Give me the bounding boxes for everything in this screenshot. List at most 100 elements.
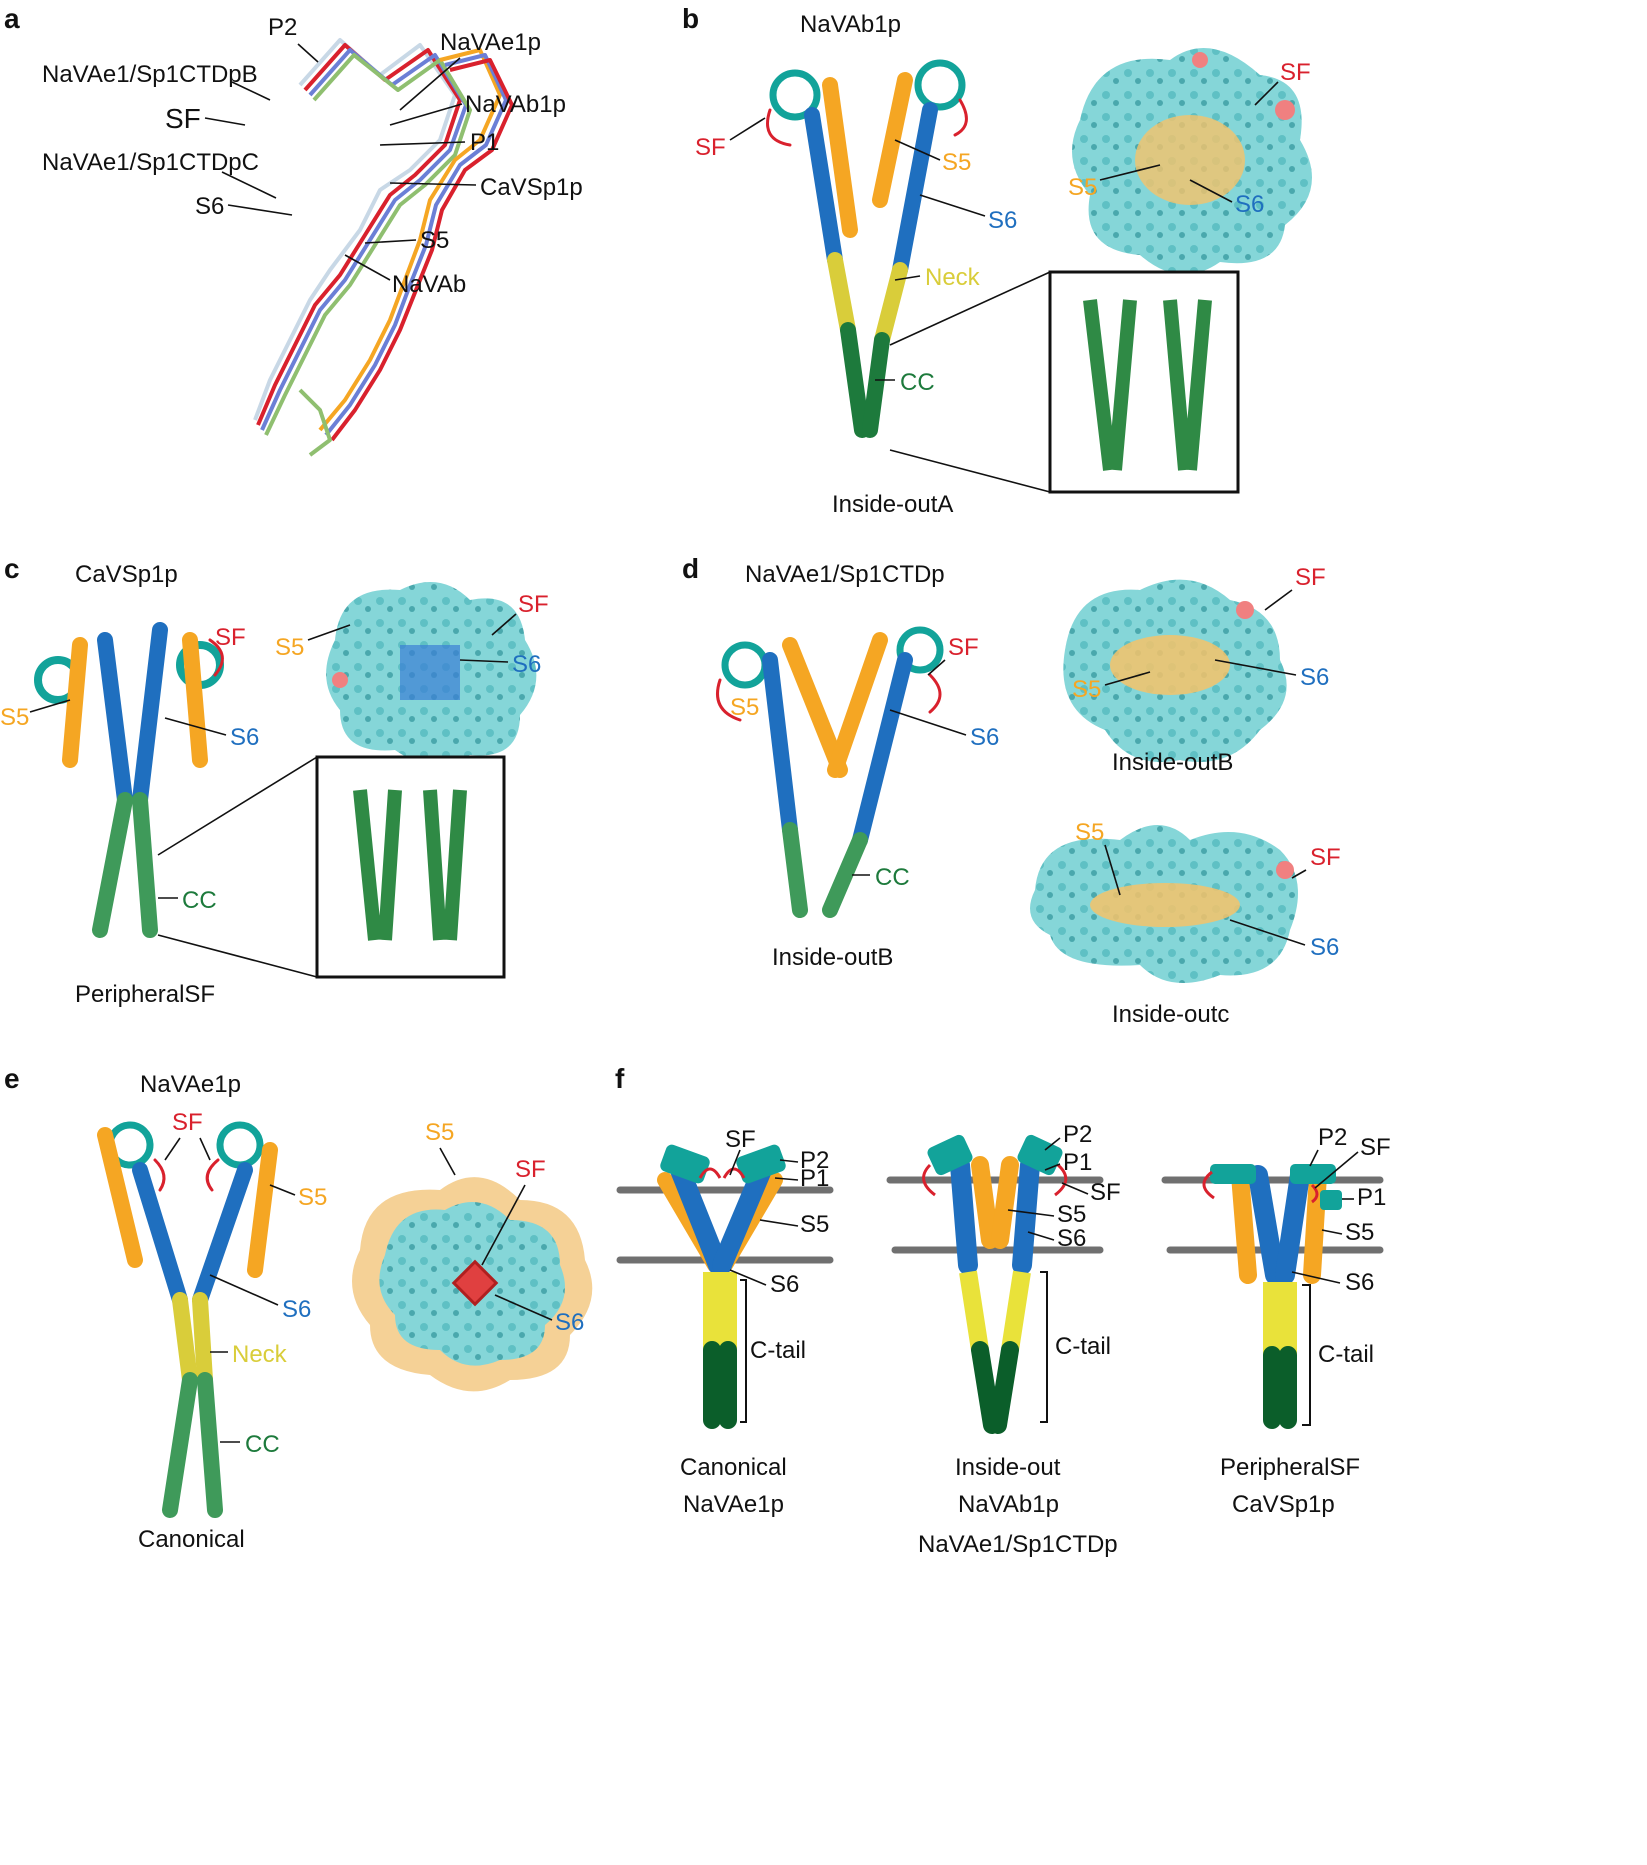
panel-f: f SF P2 P1 S5 S6 C-tail Canonical NaVAe1… — [615, 1063, 1391, 1558]
c-inset-frame — [317, 757, 504, 977]
label-f2-p2: P2 — [1063, 1121, 1092, 1148]
leader-f3-p2 — [1310, 1150, 1318, 1166]
label-e-top-s5: S5 — [425, 1119, 454, 1146]
d-s5-right — [835, 640, 880, 770]
title-d: NaVAe1/Sp1CTDp — [745, 561, 945, 588]
b-s5-core — [1135, 115, 1245, 205]
leader-a-s6 — [228, 205, 292, 215]
b-inset — [890, 272, 1238, 492]
label-d-top1-s5: S5 — [1072, 676, 1101, 703]
c-inset-leader-bottom — [158, 935, 317, 977]
f3-neck — [1272, 1282, 1288, 1355]
label-c-s6: S6 — [230, 724, 259, 751]
label-a-p1: P1 — [470, 129, 499, 156]
label-d-s5: S5 — [730, 694, 759, 721]
leader-e-s6 — [210, 1275, 278, 1305]
caption-f2-2: NaVAb1p — [958, 1491, 1059, 1518]
label-a-spc: NaVAe1/Sp1CTDpC — [42, 149, 259, 176]
b-cc-right — [870, 340, 882, 430]
b-sf-loop-right — [955, 100, 966, 135]
e-top-view — [352, 1177, 592, 1391]
f1-ctail-bracket — [740, 1280, 746, 1422]
f2-ctail-bracket — [1040, 1272, 1047, 1422]
f-scheme-inside-out: P2 P1 SF S5 S6 C-tail Inside-out NaVAb1p… — [890, 1121, 1121, 1558]
d-p-helix-left — [725, 645, 765, 685]
e-p-helix-right — [220, 1125, 260, 1165]
label-e-top-sf: SF — [515, 1156, 546, 1183]
label-f3-s6: S6 — [1345, 1269, 1374, 1296]
f3-cc — [1272, 1355, 1288, 1420]
e-neck-left — [180, 1300, 190, 1380]
label-a-casp1p: CaVSp1p — [480, 174, 583, 201]
label-c-sf: SF — [215, 624, 246, 651]
label-e-cc: CC — [245, 1431, 280, 1458]
c-s6-left — [105, 640, 125, 800]
panel-letter-b: b — [682, 3, 699, 34]
label-e-top-s6: S6 — [555, 1309, 584, 1336]
f-scheme-peripheral: P2 SF P1 S5 S6 C-tail PeripheralSF CaVSp… — [1165, 1124, 1391, 1518]
label-b-sf: SF — [695, 134, 726, 161]
d-sf-loop-right — [930, 675, 940, 712]
label-b-cc: CC — [900, 369, 935, 396]
panel-c: c CaVSp1p SF S5 S6 CC SF S5 S6 Peri — [0, 553, 549, 1008]
title-e: NaVAe1p — [140, 1071, 241, 1098]
label-f3-p2: P2 — [1318, 1124, 1347, 1151]
label-d-sf: SF — [948, 634, 979, 661]
c-pore — [400, 645, 460, 700]
f3-p1-helix — [1320, 1190, 1342, 1210]
panel-letter-a: a — [4, 3, 20, 34]
label-e-s6: S6 — [282, 1296, 311, 1323]
label-f2-p1: P1 — [1063, 1149, 1092, 1176]
panel-a-labels: P2 NaVAe1p NaVAe1/Sp1CTDpB SF NaVAb1p P1… — [42, 14, 583, 298]
panel-b: b NaVAb1p SF S5 S6 Neck CC S — [682, 3, 1312, 518]
d-s5-left — [790, 645, 840, 770]
d-top-view-1 — [1063, 580, 1286, 762]
label-c-top-sf: SF — [518, 591, 549, 618]
leader-a-p2 — [298, 44, 318, 62]
label-b-neck: Neck — [925, 264, 981, 291]
panel-d: d NaVAe1/Sp1CTDp SF S5 S6 CC Inside-outB… — [682, 553, 1341, 1028]
f1-neck — [712, 1272, 728, 1350]
b-neck-right — [882, 270, 900, 340]
c-s6-right — [140, 630, 160, 800]
label-f1-sf: SF — [725, 1126, 756, 1153]
label-f2-s5: S5 — [1057, 1201, 1086, 1228]
panel-letter-c: c — [4, 553, 20, 584]
c-s5-right — [190, 640, 200, 760]
label-d-top2-s6: S6 — [1310, 934, 1339, 961]
panel-e: e NaVAe1p SF S5 S6 Neck CC Canonical S5 … — [4, 1063, 592, 1553]
caption-d-top1: Inside-outB — [1112, 749, 1233, 776]
label-a-s5: S5 — [420, 227, 449, 254]
d-sf-patch-1 — [1236, 601, 1254, 619]
leader-d-top1-sf — [1265, 590, 1292, 610]
c-s5-left — [70, 645, 80, 760]
c-cc-left — [100, 800, 125, 930]
label-d-top2-sf: SF — [1310, 844, 1341, 871]
label-d-top1-sf: SF — [1295, 564, 1326, 591]
label-d-cc: CC — [875, 864, 910, 891]
caption-f1-2: NaVAe1p — [683, 1491, 784, 1518]
label-d-s6: S6 — [970, 724, 999, 751]
caption-f2-3: NaVAe1/Sp1CTDp — [918, 1531, 1118, 1558]
label-a-sf: SF — [165, 103, 201, 134]
e-s5-right — [255, 1150, 270, 1270]
b-inset-leader-bottom — [890, 450, 1050, 492]
label-f1-ctail: C-tail — [750, 1337, 806, 1364]
label-c-s5: S5 — [0, 704, 29, 731]
label-c-cc: CC — [182, 887, 217, 914]
leader-a-sf — [205, 118, 245, 125]
label-f3-ctail: C-tail — [1318, 1341, 1374, 1368]
leader-f3-s5 — [1322, 1230, 1342, 1234]
label-f1-s6: S6 — [770, 1271, 799, 1298]
label-a-p2: P2 — [268, 14, 297, 41]
caption-f3-1: PeripheralSF — [1220, 1454, 1360, 1481]
d-sf-patch-2 — [1276, 861, 1294, 879]
caption-f3-2: CaVSp1p — [1232, 1491, 1335, 1518]
label-f3-sf: SF — [1360, 1134, 1391, 1161]
caption-f1-1: Canonical — [680, 1454, 787, 1481]
f3-s6-right — [1285, 1175, 1300, 1275]
caption-d-top2: Inside-outc — [1112, 1001, 1229, 1028]
c-sf-patch — [332, 672, 348, 688]
label-c-top-s5: S5 — [275, 634, 304, 661]
